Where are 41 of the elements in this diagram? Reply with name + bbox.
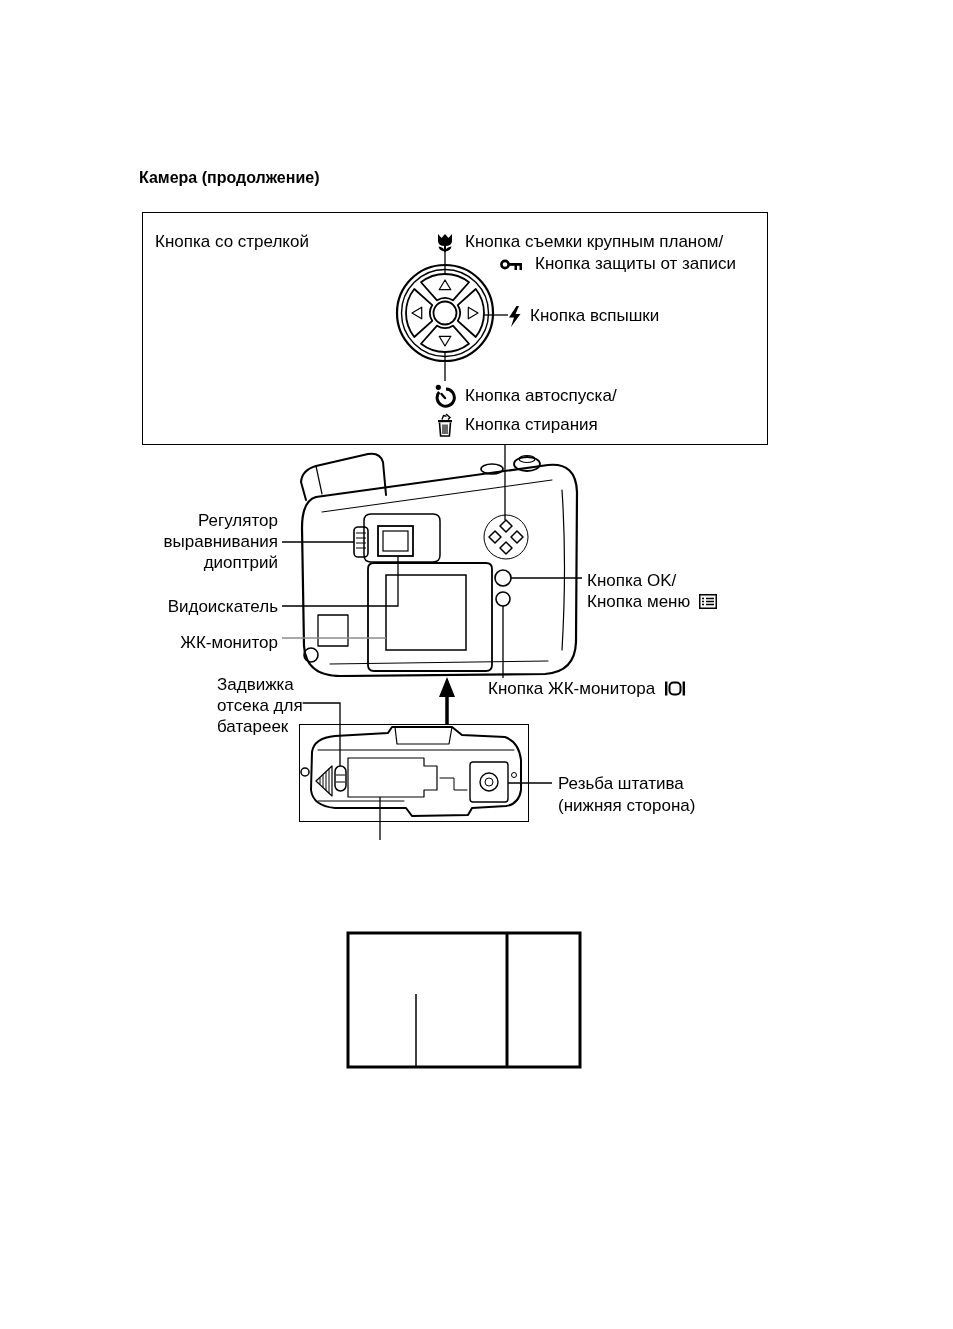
leader-line bbox=[281, 541, 355, 543]
leader-line bbox=[379, 796, 381, 841]
left-button bbox=[405, 288, 434, 338]
leader-line bbox=[444, 351, 446, 382]
leader-line bbox=[483, 314, 509, 316]
section-heading: Кнопка со стрелкой bbox=[155, 231, 309, 252]
ok-button bbox=[494, 569, 512, 587]
callout-label: Видоискатель bbox=[167, 595, 278, 617]
down-button bbox=[420, 324, 470, 353]
callout-label: Регулятор выравнивания диоптрий bbox=[163, 510, 278, 573]
up-button bbox=[420, 273, 470, 302]
callout-label: ЖК-монитор bbox=[180, 631, 278, 653]
right-button bbox=[456, 288, 485, 338]
callout-label: Кнопка OK/ bbox=[587, 569, 677, 591]
leader-line bbox=[502, 605, 504, 679]
callout-label: Кнопка автоспуска/ bbox=[465, 385, 617, 407]
callout-label: Кнопка защиты от записи bbox=[535, 253, 736, 275]
leader-line bbox=[281, 637, 387, 639]
page-title: Камера (продолжение) bbox=[139, 168, 320, 187]
callout-label: Кнопка стирания bbox=[465, 414, 598, 436]
lcd-screen bbox=[385, 574, 467, 651]
arrow bbox=[439, 677, 455, 724]
callout-label: Резьба штатива (нижняя сторона) bbox=[558, 772, 696, 817]
diopter-dial bbox=[353, 526, 369, 558]
tripod-socket bbox=[469, 761, 509, 803]
callout-label: Кнопка ЖК-монитора bbox=[488, 678, 656, 699]
inset-panel bbox=[142, 212, 768, 445]
leader-line bbox=[507, 782, 553, 784]
viewfinder-eyepiece bbox=[377, 525, 414, 557]
battery-cover bbox=[347, 757, 438, 798]
callout-label: Кнопка меню bbox=[587, 590, 691, 612]
leader-line bbox=[510, 577, 583, 579]
leader-line bbox=[302, 702, 341, 767]
lcd-button bbox=[495, 591, 511, 607]
arrow-pad bbox=[488, 519, 524, 555]
callout-label: Задвижка отсека для батареек bbox=[217, 673, 303, 737]
leader-line bbox=[281, 555, 399, 607]
leader-line bbox=[444, 250, 446, 275]
battery-latch bbox=[334, 765, 347, 792]
callout-label: Кнопка съемки крупным планом/ bbox=[465, 231, 724, 253]
callout-label: Кнопка вспышки bbox=[530, 305, 660, 327]
